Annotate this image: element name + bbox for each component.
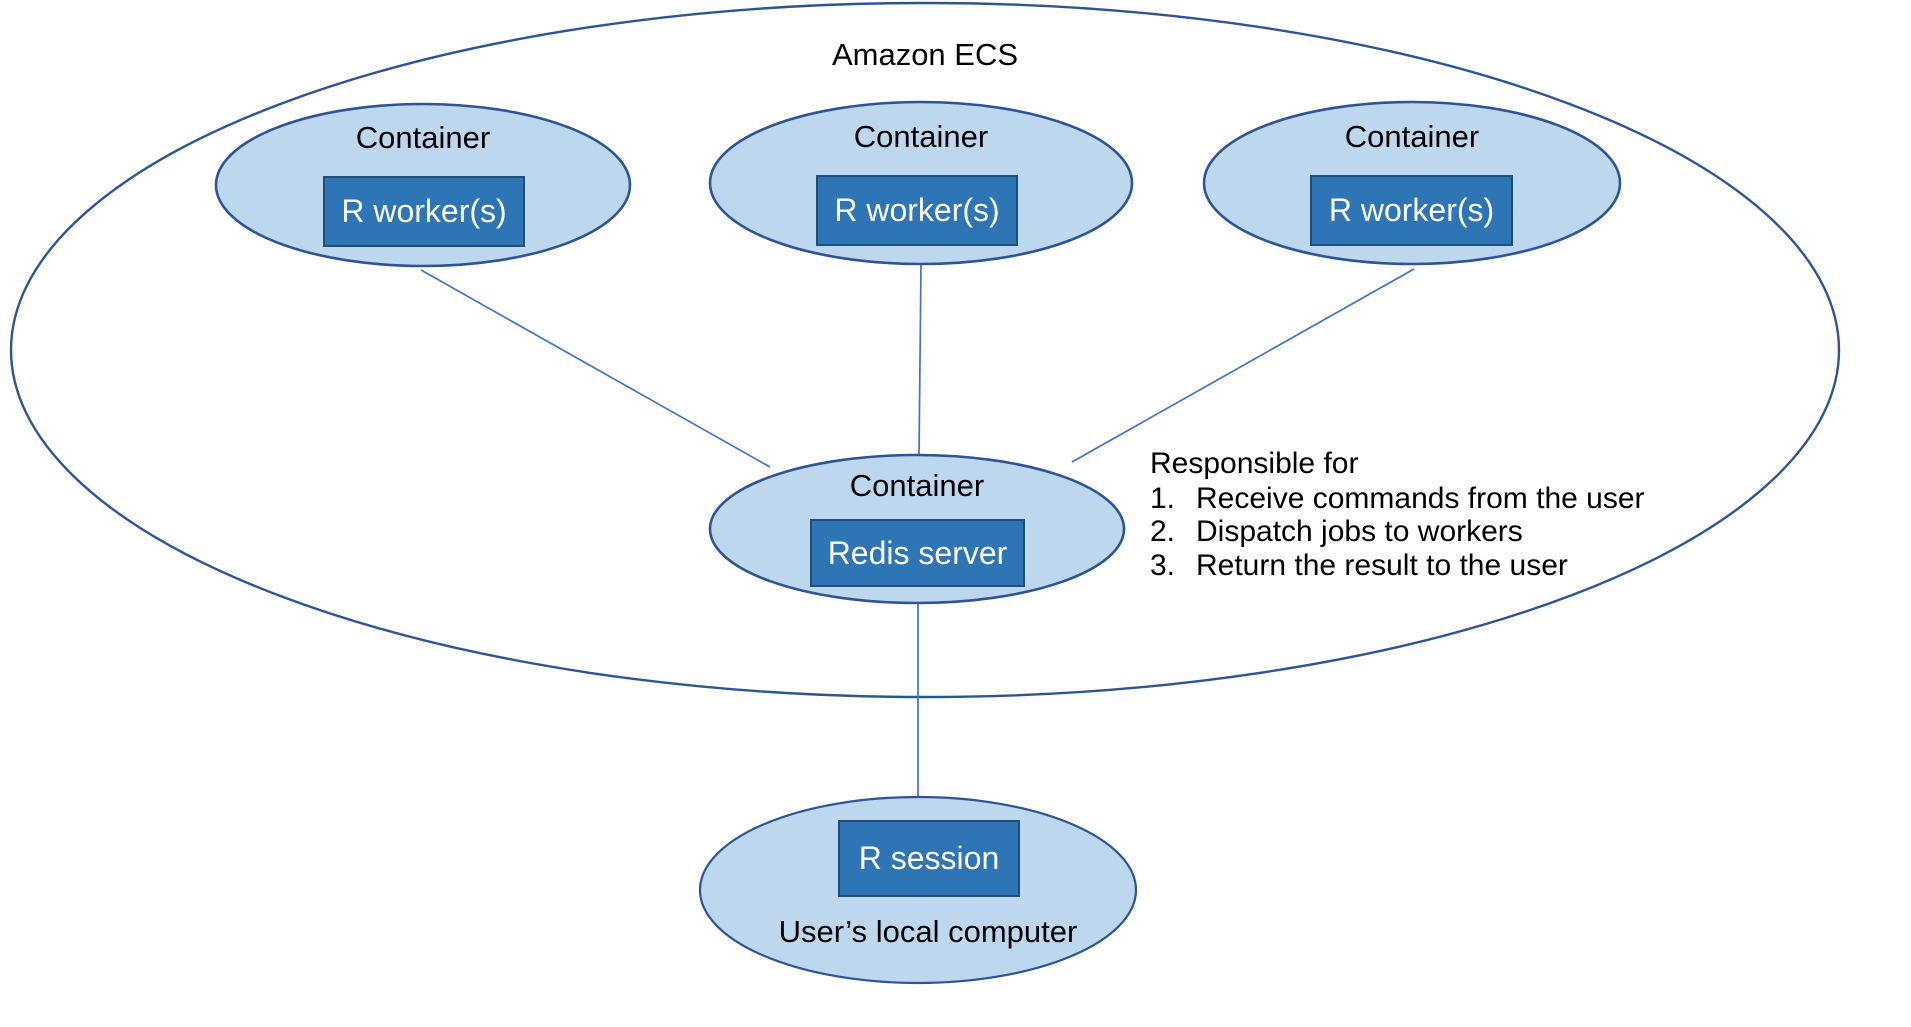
callout-list-item-2: 2. Dispatch jobs to workers [1150,515,1645,549]
r-session-box[interactable]: R session [838,820,1020,897]
callout-item-number-1: 1. [1150,481,1176,515]
callout-item-text-3: Return the result to the user [1196,548,1568,582]
r-worker-box-3[interactable]: R worker(s) [1310,175,1513,246]
connector-worker3-to-redis [1071,268,1415,463]
callout-list-item-1: 1. Receive commands from the user [1150,482,1645,516]
connector-worker2-to-redis [918,263,922,457]
callout-item-text-2: Dispatch jobs to workers [1196,515,1523,549]
callout-item-number-2: 2. [1150,515,1176,549]
redis-server-box[interactable]: Redis server [810,519,1025,587]
callout-list-item-3: 3. Return the result to the user [1150,549,1645,583]
callout-title: Responsible for [1150,447,1359,480]
callout-item-text-1: Receive commands from the user [1196,481,1645,515]
connector-worker1-to-redis [420,269,771,468]
callout-list: 1. Receive commands from the user 2. Dis… [1150,482,1645,583]
r-worker-box-2[interactable]: R worker(s) [816,175,1018,246]
r-worker-box-1[interactable]: R worker(s) [323,176,525,247]
responsible-for-callout: Responsible for 1. Receive commands from… [1150,447,1645,582]
callout-item-number-3: 3. [1150,548,1176,582]
